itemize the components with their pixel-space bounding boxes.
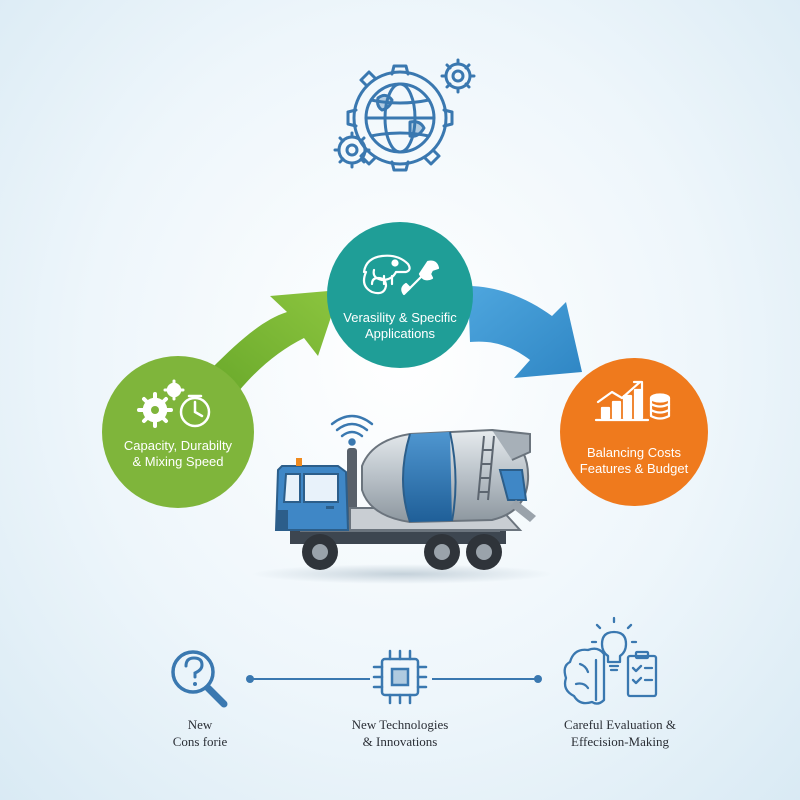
- capacity-circle: [102, 356, 254, 508]
- balancing-label: Balancing Costs Features & Budget: [564, 445, 704, 477]
- careful-eval-label-line-1: Careful Evaluation &: [564, 717, 676, 732]
- new-cons-label: New Cons forie: [130, 716, 270, 750]
- bar-chart-coins-icon: [594, 380, 671, 422]
- blue-arrow: [468, 286, 582, 378]
- balancing-circle: [560, 358, 708, 506]
- wireless-signal-icon: [330, 414, 374, 446]
- balancing-label-line-1: Balancing Costs: [587, 445, 681, 460]
- careful-eval-label: Careful Evaluation & Effecision-Making: [530, 716, 710, 750]
- globe-gears-icon: [333, 58, 476, 172]
- truck-wheels: [302, 534, 502, 570]
- careful-eval-label-line-2: Effecision-Making: [571, 734, 669, 749]
- capacity-label-line-1: Capacity, Durabilty: [123, 438, 233, 453]
- new-tech-label-line-2: & Innovations: [362, 734, 438, 749]
- versatility-label-line-1: Verasility & Specific: [343, 310, 457, 325]
- versatility-label: Verasility & Specific Applications: [330, 310, 470, 342]
- new-cons-label-line-1: New: [187, 717, 213, 732]
- green-arrow: [212, 290, 340, 392]
- new-cons-label-line-2: Cons forie: [172, 734, 228, 749]
- cement-mixer-truck: [252, 414, 552, 584]
- question-magnifier-icon: [171, 650, 228, 708]
- chameleon-wrench-icon: [362, 254, 440, 296]
- microchip-icon: [372, 649, 428, 705]
- new-tech-label: New Technologies & Innovations: [320, 716, 480, 750]
- versatility-circle: [327, 222, 473, 368]
- brain-bulb-checklist-icon: [563, 616, 658, 705]
- new-tech-label-line-1: New Technologies: [351, 717, 449, 732]
- capacity-label: Capacity, Durabilty & Mixing Speed: [108, 438, 248, 470]
- gears-clock-icon: [137, 379, 211, 428]
- versatility-label-line-2: Applications: [364, 326, 436, 341]
- balancing-label-line-2: Features & Budget: [579, 461, 689, 476]
- capacity-label-line-2: & Mixing Speed: [132, 454, 224, 469]
- timeline-line: [246, 675, 542, 683]
